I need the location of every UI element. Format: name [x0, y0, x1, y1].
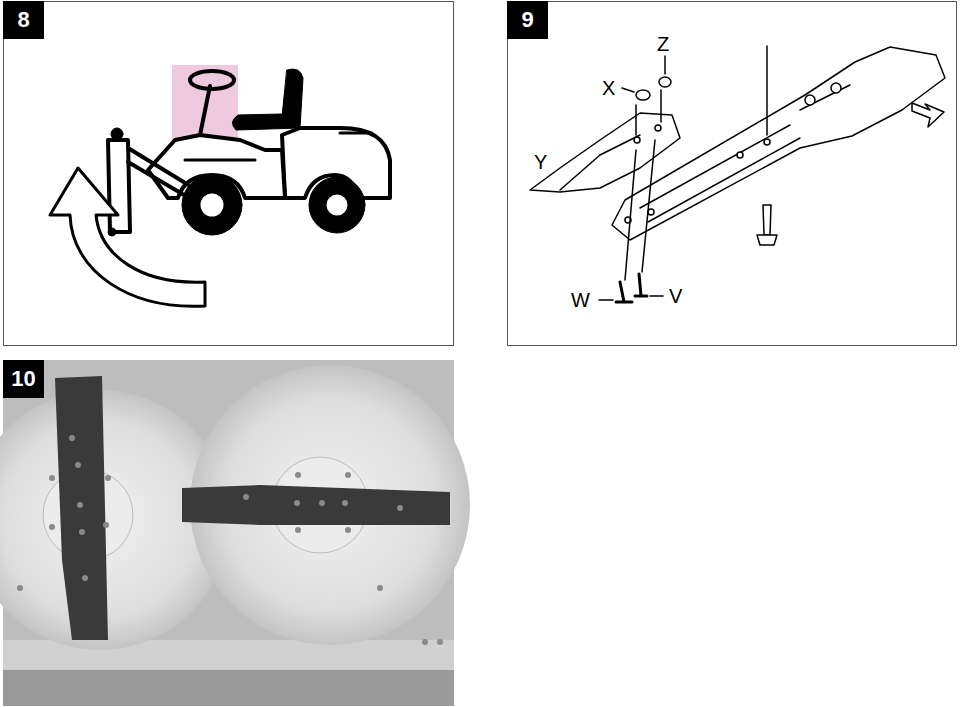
part-letter: Y	[534, 152, 547, 172]
drawing-part	[182, 175, 242, 235]
drawing-part	[243, 494, 249, 500]
drawing-part	[309, 177, 365, 233]
drawing-part	[79, 529, 85, 535]
figure-number: 9	[521, 9, 533, 31]
drawing-part	[530, 113, 680, 192]
drawing-part	[294, 500, 300, 506]
drawing-part	[108, 140, 130, 232]
drawing-part	[763, 205, 771, 235]
drawing-part	[200, 86, 210, 135]
drawing-part	[55, 376, 108, 640]
drawing-part	[3, 670, 454, 706]
drawing-part	[664, 56, 666, 74]
drawing-part	[103, 522, 109, 528]
drawing-part	[648, 209, 654, 215]
drawing-part	[17, 435, 443, 645]
drawing-part	[660, 90, 662, 122]
drawing-part	[319, 500, 325, 506]
drawing-part	[737, 152, 743, 158]
drawing-part	[82, 575, 88, 581]
drawing-part	[199, 192, 225, 218]
drawing-part	[642, 140, 655, 272]
drawing-part	[108, 228, 116, 236]
part-letter: V	[669, 286, 682, 306]
drawing-part	[805, 95, 815, 105]
drawing-part	[50, 168, 205, 306]
figure-number-tab: 9	[507, 1, 548, 39]
mower-deck-photo	[0, 360, 470, 706]
drawing-part	[377, 585, 383, 591]
drawing-part	[185, 159, 255, 162]
drawing-part	[659, 77, 671, 87]
drawing-part	[636, 90, 650, 100]
tractor-figure	[50, 65, 390, 306]
drawing-part	[560, 135, 640, 190]
figure-number: 8	[17, 9, 29, 31]
drawing-part	[342, 500, 348, 506]
drawing-part	[912, 103, 944, 127]
drawing-part	[345, 472, 351, 478]
drawing-part	[422, 639, 428, 645]
drawing-part	[69, 435, 75, 441]
drawing-part	[345, 527, 351, 533]
drawing-part	[831, 83, 841, 93]
drawing-part	[757, 235, 777, 245]
drawing-part	[4, 2, 454, 346]
drawing-part	[295, 472, 301, 478]
drawing-part	[640, 85, 850, 222]
drawing-part	[616, 274, 647, 302]
drawing-part	[634, 137, 640, 143]
drawing-part	[182, 485, 450, 525]
drawing-part	[3, 640, 454, 706]
drawing-part	[599, 299, 613, 301]
figure-number-tab: 10	[3, 360, 44, 398]
drawing-part	[77, 502, 83, 508]
drawing-part	[397, 505, 403, 511]
drawing-part	[650, 295, 663, 297]
figure-number-tab: 8	[3, 1, 44, 39]
drawing-part	[655, 125, 661, 131]
figure-number: 10	[11, 368, 35, 390]
drawing-part	[111, 128, 123, 140]
drawing-part	[49, 524, 55, 530]
drawing-part	[612, 47, 945, 240]
drawing-part	[325, 193, 349, 217]
drawing-part	[766, 46, 768, 135]
drawing-part	[622, 88, 634, 92]
part-letter: X	[602, 78, 615, 98]
drawing-part	[625, 150, 636, 280]
drawing-part	[17, 585, 23, 591]
drawing-part	[128, 148, 200, 202]
drawing-part	[340, 132, 372, 135]
part-letter: Z	[657, 34, 669, 54]
drawing-part	[635, 105, 637, 135]
drawing-part	[764, 139, 770, 145]
drawing-part	[105, 475, 111, 481]
drawing-part	[508, 2, 957, 346]
part-letter: W	[571, 290, 590, 310]
drawing-part	[75, 462, 81, 468]
drawing-part	[437, 639, 443, 645]
drawing-part	[232, 69, 303, 130]
drawing-part	[190, 71, 234, 89]
blade-figure	[530, 46, 945, 302]
panel-frames	[4, 2, 957, 346]
drawing-part	[49, 475, 55, 481]
drawing-part	[295, 527, 301, 533]
